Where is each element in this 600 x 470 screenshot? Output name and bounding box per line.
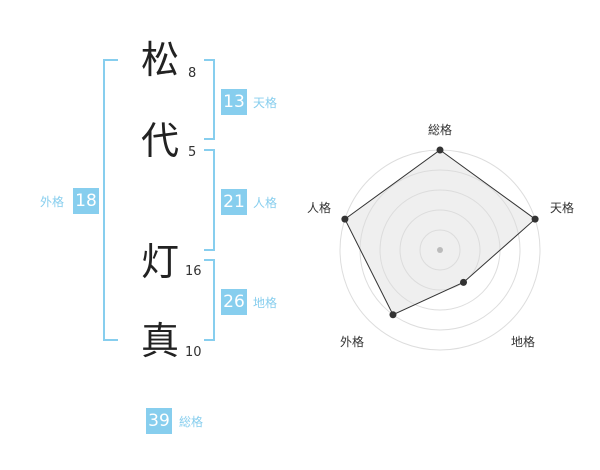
stroke-count-3: 16	[185, 264, 202, 279]
chikaku-label: 地格	[253, 296, 278, 310]
radar-label-gaikaku: 外格	[340, 335, 365, 349]
jinkaku-badge: 21	[221, 189, 247, 215]
tenkaku-label: 天格	[253, 96, 278, 110]
chikaku-badge: 26	[221, 289, 247, 315]
radar-label-chikaku: 地格	[511, 335, 536, 349]
radar-label-soukaku: 総格	[428, 123, 453, 137]
gaikaku-bracket	[103, 59, 118, 341]
radar-grid-ring	[419, 229, 461, 271]
radar-center-dot	[437, 247, 443, 253]
radar-data-polygon	[344, 149, 536, 316]
radar-label-tenkaku: 天格	[550, 201, 575, 215]
stroke-count-2: 5	[188, 145, 197, 160]
name-char-4: 真	[141, 319, 180, 363]
radar-point-2	[460, 278, 468, 286]
stroke-count-4: 10	[185, 345, 202, 360]
radar-point-1	[531, 215, 539, 223]
radar-label-jinkaku: 人格	[307, 201, 332, 215]
gaikaku-label: 外格	[40, 195, 65, 209]
jinkaku-label: 人格	[253, 196, 278, 210]
radar-point-3	[389, 311, 397, 319]
name-char-1: 松	[141, 38, 180, 82]
tenkaku-bracket	[204, 59, 215, 140]
radar-grid-ring	[399, 209, 481, 291]
tenkaku-badge: 13	[221, 89, 247, 115]
radar-point-4	[341, 215, 349, 223]
name-char-3: 灯	[141, 240, 180, 284]
jinkaku-bracket	[204, 149, 215, 251]
soukaku-label: 総格	[179, 415, 204, 429]
name-char-2: 代	[141, 119, 180, 163]
chikaku-bracket	[204, 259, 215, 341]
radar-point-0	[436, 146, 444, 154]
stroke-count-1: 8	[188, 66, 197, 81]
soukaku-badge: 39	[146, 408, 172, 434]
gaikaku-badge: 18	[73, 188, 99, 214]
